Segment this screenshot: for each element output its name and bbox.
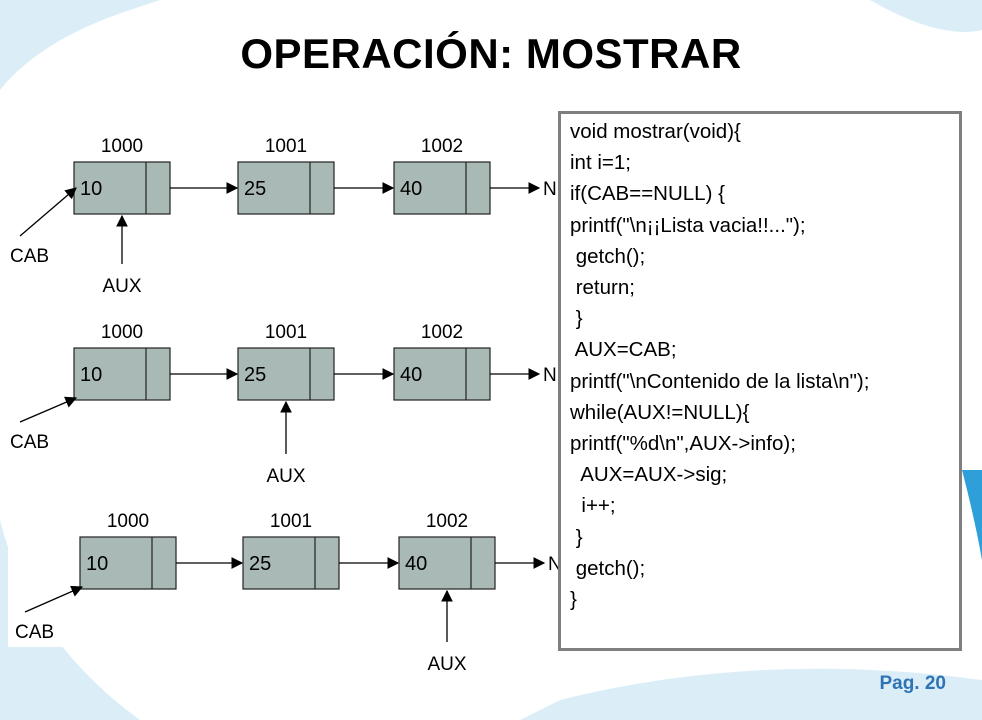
null-label: N [543,365,557,386]
list-node: 1001 25 [237,322,395,401]
code-line: printf("\n¡¡Lista vacia!!..."); [570,213,806,237]
node-address: 1001 [265,322,307,343]
node-info: 25 [244,364,266,386]
code-line: printf("\nContenido de la lista\n"); [570,369,870,393]
node-info: 25 [244,178,266,200]
node-box [73,161,171,215]
node-info: 40 [405,553,427,575]
node-info: 40 [400,364,422,386]
node-address: 1001 [270,511,312,532]
cab-label: CAB [10,246,49,267]
code-lines: void mostrar(void){ int i=1; if(CAB==NULL)… [570,116,959,615]
cab-pointer-arrow [24,585,84,613]
code-line: return; [570,276,635,300]
cab-pointer-arrow [19,187,77,237]
cab-label: CAB [10,432,49,453]
list-node: 1001 25 [237,136,395,215]
page-number: Pag. 20 [879,673,946,694]
node-info: 10 [86,553,108,575]
code-listing: void mostrar(void){ int i=1; if(CAB==NULL)… [558,111,962,651]
aux-label: AUX [102,276,141,297]
code-line: void mostrar(void){ [570,120,741,143]
node-box [393,161,491,215]
node-address: 1002 [426,511,468,532]
swirl-bottom-right [520,668,982,720]
node-info: 10 [80,178,102,200]
code-line: getch(); [570,244,646,268]
list-row: 1000 10 1001 25 1002 40 N CAB AUX [10,136,557,297]
swirl-right-edge [962,470,982,560]
null-label: N [543,179,557,200]
cab-label: CAB [15,622,54,643]
node-info: 10 [80,364,102,386]
list-row: 1000 10 1001 25 1002 40 N CAB AUX [10,322,557,487]
list-node: 1001 25 [242,511,400,590]
page-title: OPERACIÓN: MOSTRAR [240,30,742,77]
code-line: } [570,588,577,612]
node-info: 40 [400,178,422,200]
cab-pointer-arrow [19,396,78,423]
code-line: if(CAB==NULL) { [570,182,725,206]
node-box [79,536,177,590]
code-line: getch(); [570,556,646,580]
list-node: 1002 40 N [393,136,557,215]
code-line: } [570,307,583,331]
swirl-top-right [870,0,982,32]
node-address: 1001 [265,136,307,157]
code-line: while(AUX!=NULL){ [570,400,750,424]
node-address: 1000 [101,322,143,343]
aux-label: AUX [266,466,305,487]
node-info: 25 [249,553,271,575]
code-line: int i=1; [570,151,631,175]
list-node: 1000 10 [73,322,239,401]
code-line: } [570,525,583,549]
node-address: 1000 [107,511,149,532]
code-line: printf("%d\n",AUX->info); [570,432,796,456]
list-node: 1002 40 N [393,322,557,401]
code-line: i++; [570,494,616,518]
node-box [393,347,491,401]
node-box [73,347,171,401]
node-address: 1002 [421,136,463,157]
swirl-top-left [0,0,160,90]
list-node: 1000 10 [79,511,244,590]
code-line: AUX=AUX->sig; [570,463,728,487]
node-address: 1002 [421,322,463,343]
aux-label: AUX [427,654,466,675]
node-address: 1000 [101,136,143,157]
swirl-bottom-left [0,520,140,720]
list-node: 1000 10 [73,136,239,215]
code-line: AUX=CAB; [570,338,677,362]
